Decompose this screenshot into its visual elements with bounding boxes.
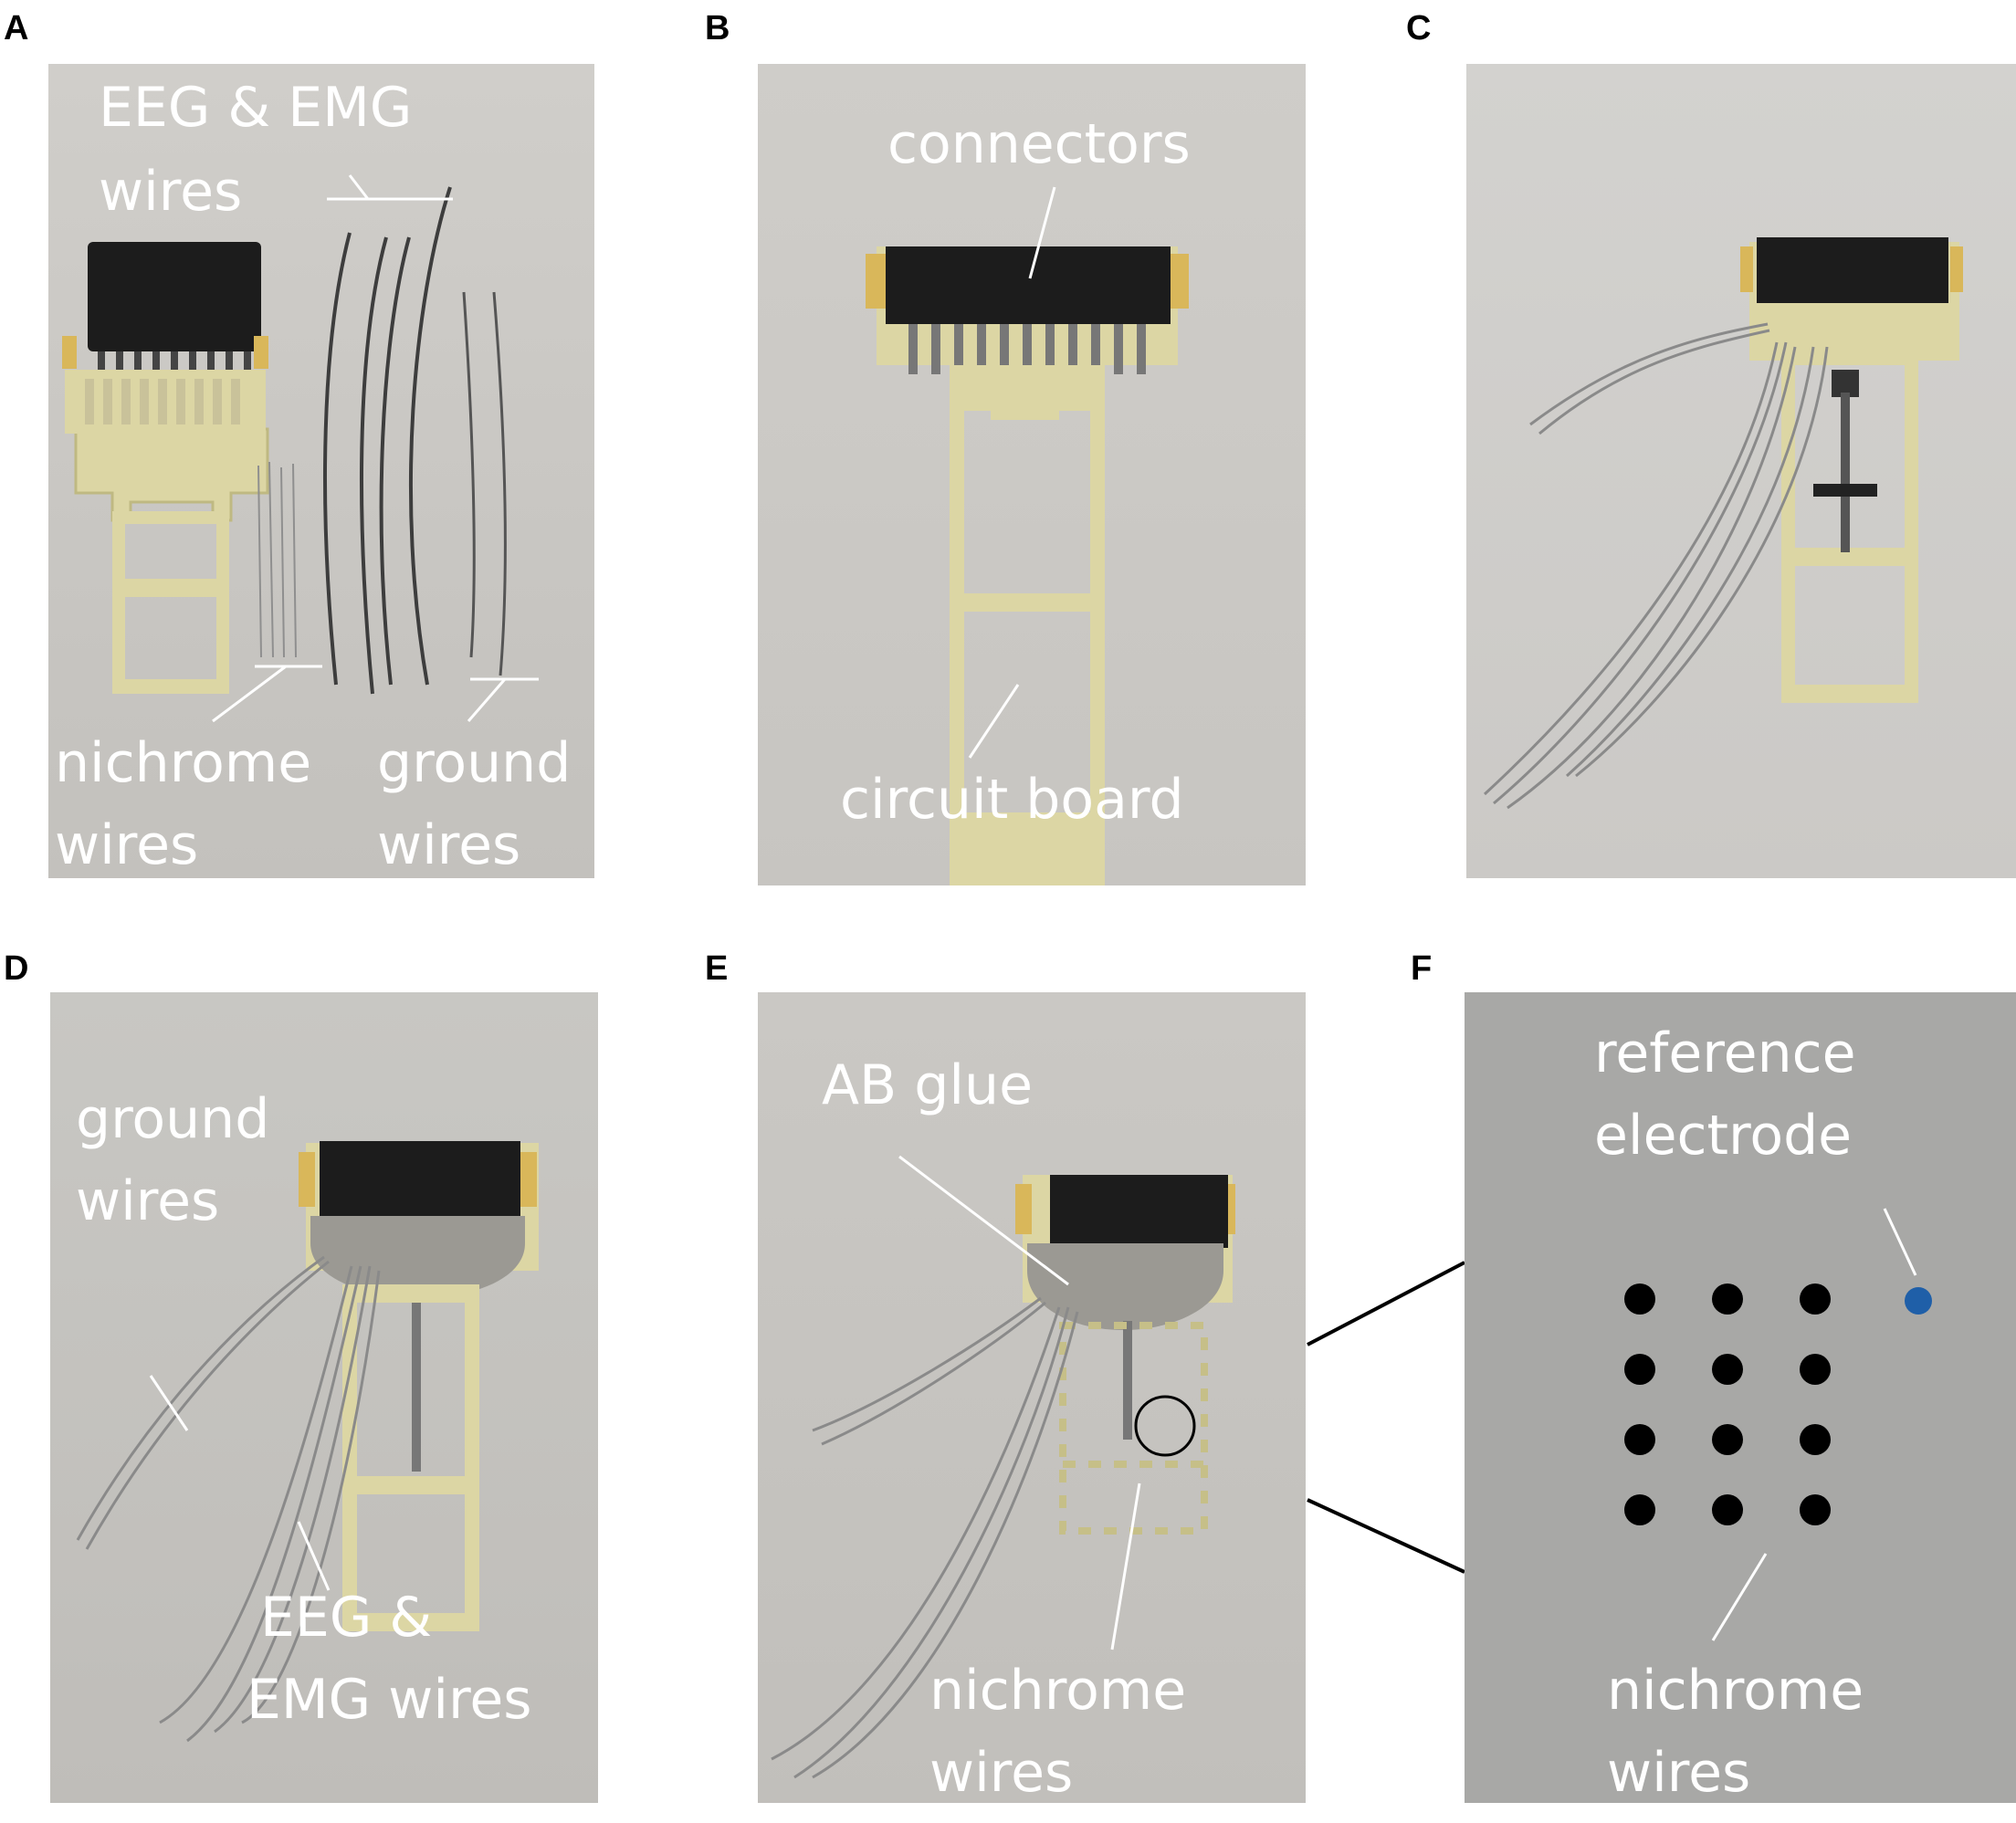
label-eeg-emg-wires-d-line2: EMG wires [247,1668,532,1732]
nichrome-electrode-dot [1624,1283,1655,1315]
label-connectors: connectors [887,112,1191,176]
label-eeg-emg-wires-line1: EEG & EMG [99,76,413,140]
nichrome-electrode-dot [1800,1354,1831,1385]
label-nichrome-wires-line2: wires [55,813,199,877]
nichrome-electrode-dot [1712,1283,1743,1315]
nichrome-electrode-dot [1800,1494,1831,1525]
nichrome-electrode-dot [1624,1424,1655,1455]
glued-board-illustration [76,1141,539,1743]
nichrome-electrode-dot [1712,1494,1743,1525]
label-ground-wires-line1: ground [377,731,572,795]
photo-panel-e [758,992,1306,1803]
nichrome-electrode-dot [1712,1424,1743,1455]
label-ground-wires-d-line2: wires [76,1169,220,1233]
label-nichrome-wires-e-line1: nichrome [929,1659,1187,1723]
panel-letter-c: C [1406,9,1432,47]
assembled-connector-illustration [866,186,1189,885]
label-eeg-emg-wires-line2: wires [99,160,243,224]
glue-illustration [771,1155,1235,1779]
electrode-layout-schematic [1624,1208,1932,1641]
components-illustration [62,174,539,723]
label-nichrome-wires-f-line2: wires [1607,1741,1751,1805]
label-ground-wires-line2: wires [377,813,521,877]
photo-panel-d [50,992,598,1803]
panel-letter-d: D [4,949,29,988]
label-reference-electrode-line2: electrode [1594,1104,1853,1168]
photo-panel-b [758,64,1306,885]
nichrome-electrode-dot [1800,1424,1831,1455]
label-eeg-emg-wires-d-line1: EEG & [260,1586,433,1650]
label-nichrome-wires-f-line1: nichrome [1607,1659,1864,1723]
photo-panel-a [48,64,594,878]
reference-electrode-dot [1905,1287,1932,1315]
nichrome-electrode-dot [1624,1494,1655,1525]
label-nichrome-wires-line1: nichrome [55,731,312,795]
wired-board-illustration [1483,237,1963,810]
label-ground-wires-d-line1: ground [76,1087,270,1151]
panel-letter-e: E [705,949,729,988]
label-ab-glue: AB glue [822,1053,1033,1117]
label-reference-electrode-line1: reference [1594,1022,1856,1085]
panel-letter-b: B [705,9,730,47]
nichrome-electrode-dot [1800,1283,1831,1315]
label-circuit-board: circuit board [840,768,1184,832]
electrode-grid [1624,1283,1831,1525]
nichrome-electrode-dot [1712,1354,1743,1385]
nichrome-electrode-dot [1624,1354,1655,1385]
panel-letter-a: A [4,9,29,47]
photo-panel-c [1466,64,2016,878]
panel-letter-f: F [1411,949,1433,988]
schematic-panel-f [1465,992,2016,1803]
label-nichrome-wires-e-line2: wires [929,1741,1074,1805]
